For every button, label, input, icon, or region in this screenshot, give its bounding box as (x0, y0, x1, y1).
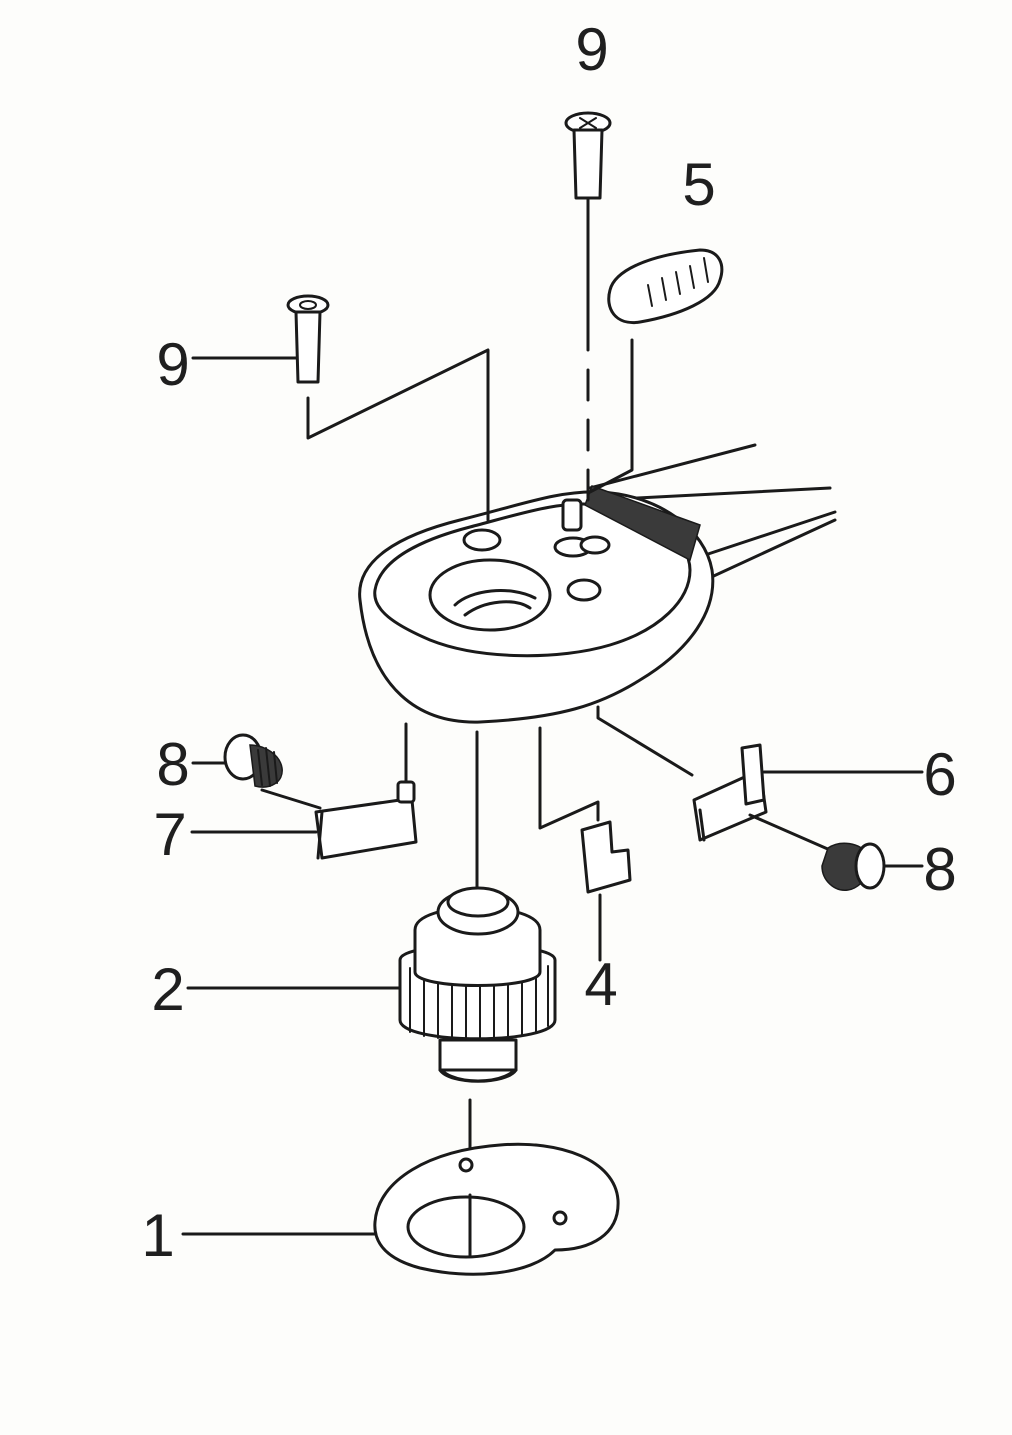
part-1-cover-plate (181, 1098, 620, 1276)
callout-8-right: 8 (923, 836, 956, 903)
part-7-pawl (190, 722, 418, 860)
callout-6: 6 (923, 741, 956, 808)
callout-9-top: 9 (575, 16, 608, 83)
callout-7: 7 (153, 801, 186, 868)
part-5-grip-pad (588, 248, 724, 494)
callout-5: 5 (682, 151, 715, 218)
callout-9-left: 9 (156, 331, 189, 398)
callout-4: 4 (584, 951, 617, 1018)
callout-1: 1 (141, 1202, 174, 1269)
part-8-spring-right (748, 813, 924, 891)
part-6-pawl (596, 705, 924, 842)
part-9-screw-left (191, 294, 490, 522)
part-9-screw-top (564, 111, 612, 502)
part-2-drive-gear (186, 886, 557, 1083)
callout-2: 2 (151, 956, 184, 1023)
part-8-spring-left (191, 733, 322, 810)
wrench-head (358, 443, 837, 724)
callout-8-left: 8 (156, 731, 189, 798)
part-4-detent (538, 726, 632, 962)
